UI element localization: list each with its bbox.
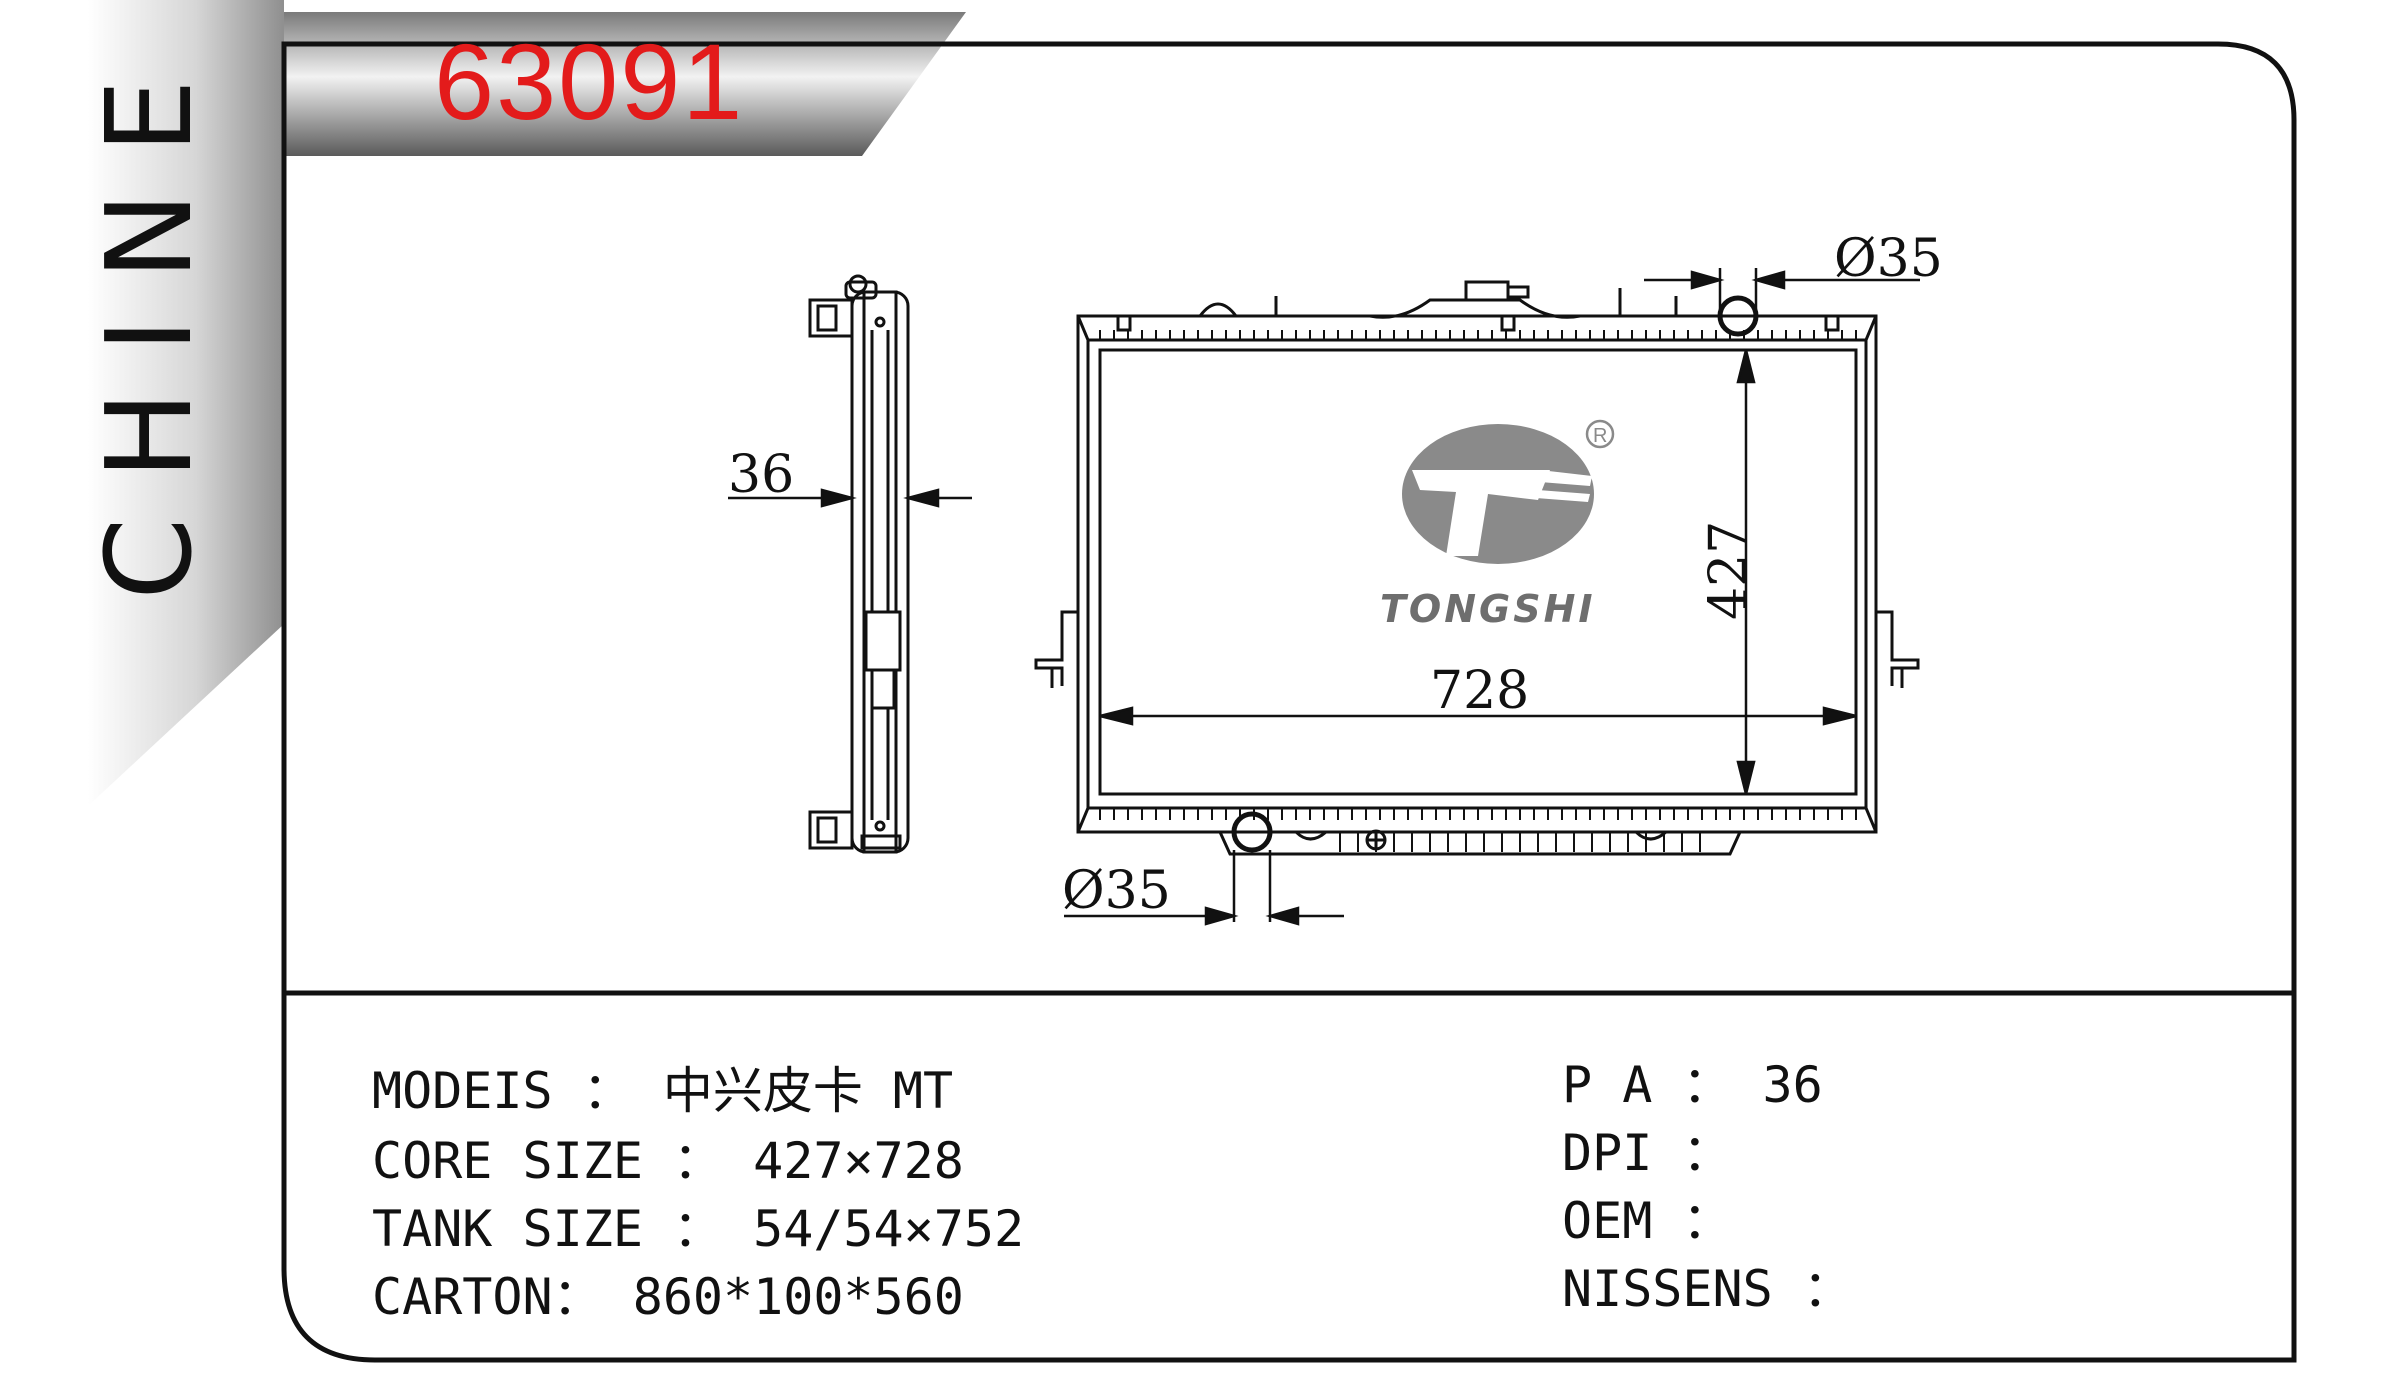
- dim-top-pipe: [1644, 268, 1920, 316]
- spec-models: MODEIS ： 中兴皮卡 MT: [372, 1062, 954, 1120]
- spec-oem: OEM ：: [1562, 1192, 1733, 1250]
- dim-width-label: 728: [1430, 661, 1529, 721]
- dim-height: [1736, 349, 1756, 795]
- spec-nissens: NISSENS ：: [1562, 1260, 1853, 1318]
- dim-thickness: [728, 488, 972, 508]
- bottom-tank-fins: [1099, 808, 1857, 852]
- top-tank-fins: [1099, 330, 1857, 340]
- registered-mark: R: [1593, 425, 1607, 447]
- dim-width: [1099, 706, 1857, 726]
- spec-tank-size: TANK SIZE ： 54/54×752: [372, 1200, 1025, 1258]
- spec-core-size: CORE SIZE ： 427×728: [372, 1132, 964, 1190]
- dim-bottom-pipe: [1064, 850, 1344, 926]
- dim-height-label: 427: [1699, 521, 1759, 620]
- radiator-side-view: [808, 274, 910, 854]
- title-banner: [284, 12, 966, 156]
- logo-wordmark: TONGSHI: [1380, 587, 1596, 631]
- tongshi-logo: R TONGSHI: [1380, 419, 1615, 631]
- sheet-border: [281, 41, 2297, 1363]
- part-number: 63091: [434, 21, 745, 142]
- dim-top-pipe-label: Ø35: [1834, 229, 1943, 289]
- spec-carton: CARTON： 860*100*560: [372, 1268, 964, 1326]
- dim-bottom-pipe-label: Ø35: [1062, 861, 1171, 921]
- spec-pa: P A ： 36: [1562, 1056, 1823, 1114]
- side-band: [88, 0, 284, 806]
- spec-dpi: DPI ：: [1562, 1124, 1733, 1182]
- radiator-front-view: [1034, 280, 1920, 856]
- dim-thickness-label: 36: [728, 445, 794, 505]
- brand-vertical-text: CHINE: [80, 41, 218, 600]
